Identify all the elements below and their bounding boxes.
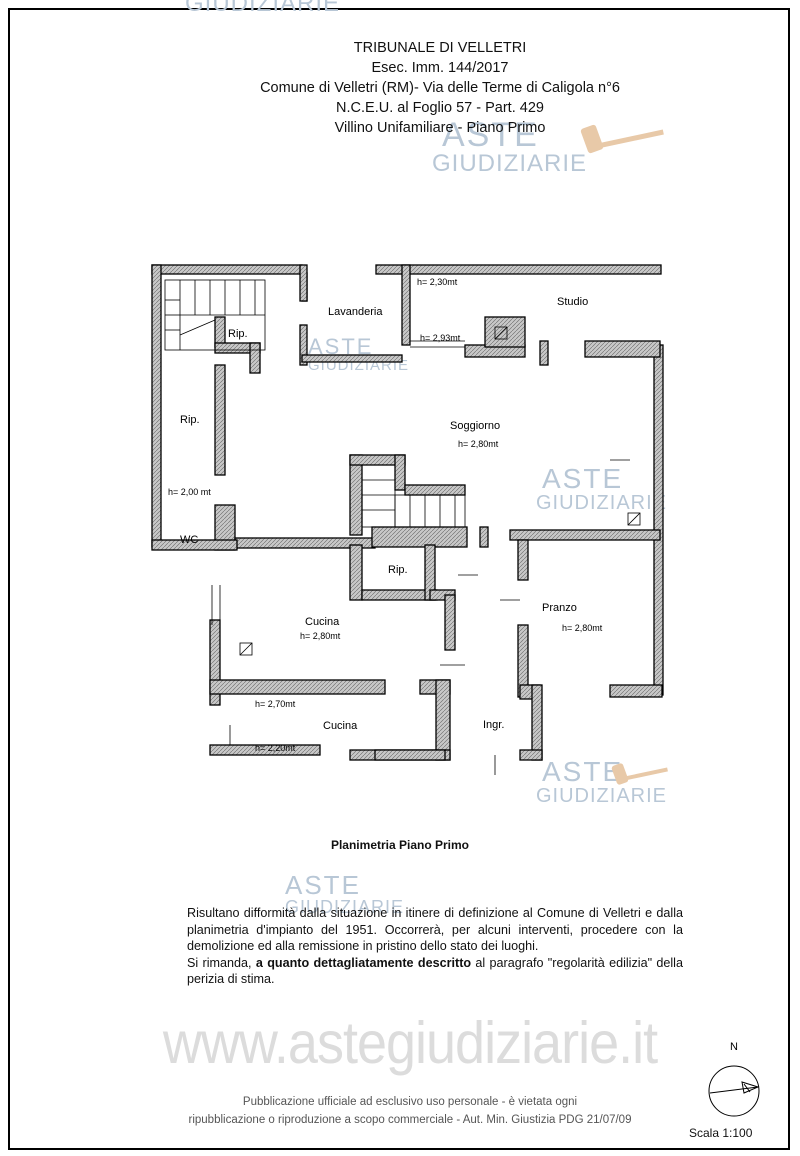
gavel-icon — [580, 124, 664, 154]
room-pranzo: Pranzo — [542, 602, 577, 614]
room-soggiorno: Soggiorno — [450, 420, 500, 432]
watermark-bottom: ASTE GIUDIZIARIE — [536, 756, 668, 807]
watermark-note: ASTE GIUDIZIARIE — [285, 870, 405, 917]
corridor-height: h= 2,00 mt — [168, 487, 211, 497]
plan-caption: Planimetria Piano Primo — [330, 838, 470, 852]
room-studio: Studio — [557, 296, 588, 308]
room-ingresso: Ingr. — [483, 719, 504, 731]
page-frame — [8, 8, 790, 1150]
room-rip-left: Rip. — [180, 414, 200, 426]
room-lavanderia-height: h= 2,93mt — [420, 333, 461, 343]
site-watermark: www.astegiudiziarie.it — [162, 1010, 658, 1076]
staircase-center — [361, 464, 466, 528]
publication-line-1: Pubblicazione ufficiale ad esclusivo uso… — [242, 1096, 578, 1108]
case-number: Esec. Imm. 144/2017 — [371, 60, 509, 76]
compass-north-label: N — [730, 1041, 738, 1053]
room-pranzo-height: h= 2,80mt — [562, 623, 603, 633]
note-text: Risultano difformità dalla situazione in… — [187, 905, 683, 988]
document-header: TRIBUNALE DI VELLETRI Esec. Imm. 144/201… — [230, 38, 650, 138]
door-lines — [211, 340, 630, 775]
publication-line-2: ripubblicazione o riproduzione a scopo c… — [188, 1114, 632, 1126]
publication-notice: Pubblicazione ufficiale ad esclusivo uso… — [160, 1093, 660, 1129]
floor-plan: Rip. Lavanderia h= 2,30mt Studio h= 2,93… — [151, 264, 664, 775]
room-studio-height: h= 2,30mt — [417, 277, 458, 287]
property-type: Villino Unifamiliare - Piano Primo — [334, 120, 546, 136]
compass-icon: N — [708, 1041, 760, 1117]
room-cucina-1: Cucina — [305, 616, 340, 628]
watermark-plan: ASTE GIUDIZIARIE — [536, 463, 668, 514]
room-wc: WC — [180, 534, 198, 546]
scale-label: Scala 1:100 — [689, 1126, 753, 1140]
room-cucina-2-height-top: h= 2,70mt — [255, 699, 296, 709]
staircase-top — [164, 279, 266, 351]
note-paragraph-1: Risultano difformità dalla situazione in… — [187, 906, 683, 953]
room-lavanderia: Lavanderia — [328, 306, 383, 318]
note-paragraph-2: Si rimanda, a quanto dettagliatamente de… — [187, 955, 683, 987]
watermark-header: ASTE GIUDIZIARIE — [432, 116, 588, 177]
watermark-top: GIUDIZIARIE — [185, 0, 341, 17]
walls — [151, 264, 664, 761]
chimney-marks — [239, 326, 641, 656]
cadastral-ref: N.C.E.U. al Foglio 57 - Part. 429 — [336, 100, 544, 116]
room-rip-top: Rip. — [228, 328, 248, 340]
room-cucina-2-height-bottom: h= 2,20mt — [255, 743, 296, 753]
room-soggiorno-height: h= 2,80mt — [458, 439, 499, 449]
room-rip-mid: Rip. — [388, 564, 408, 576]
gavel-icon — [611, 763, 668, 785]
room-cucina-2: Cucina — [323, 720, 358, 732]
court-title: TRIBUNALE DI VELLETRI — [353, 40, 527, 56]
room-cucina-1-height: h= 2,80mt — [300, 631, 341, 641]
address: Comune di Velletri (RM)- Via delle Terme… — [260, 80, 620, 96]
